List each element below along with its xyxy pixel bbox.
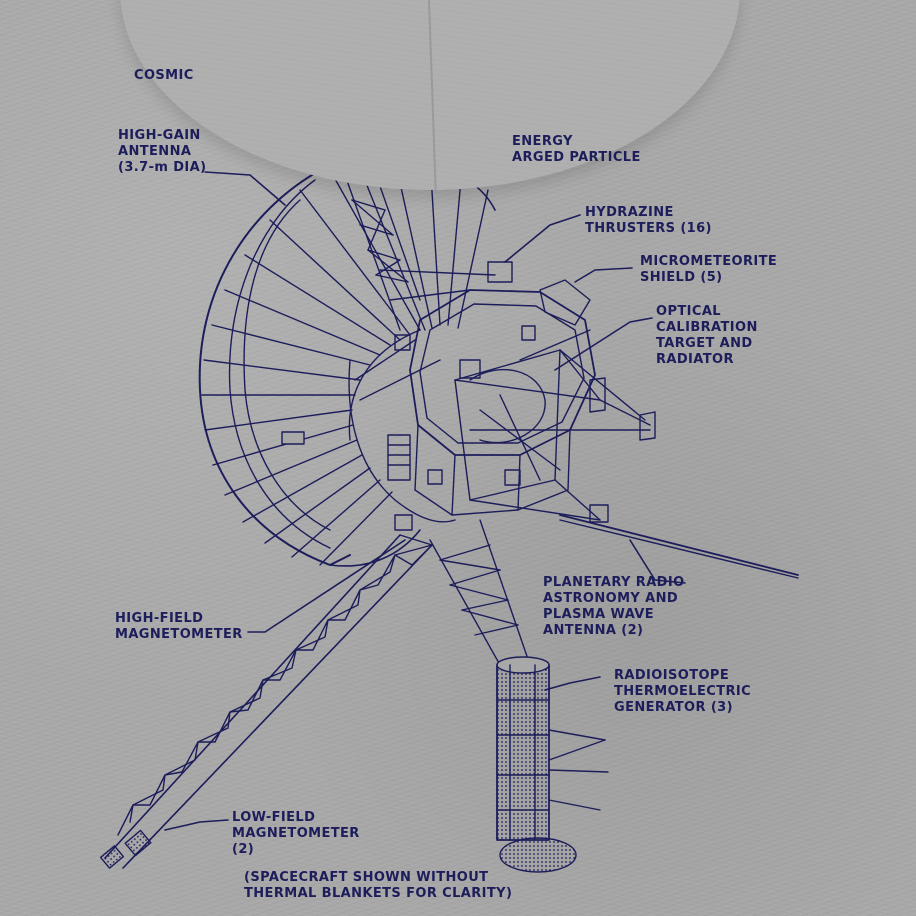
optical-calibration-label: OPTICAL CALIBRATION TARGET AND RADIATOR (656, 304, 758, 367)
hydrazine-thrusters-label: HYDRAZINE THRUSTERS (16) (585, 205, 712, 236)
science-boom-truss (454, 329, 656, 523)
antenna-support-truss (344, 171, 496, 401)
radioisotope-label: RADIOISOTOPE THERMOELECTRIC GENERATOR (3… (614, 668, 752, 715)
charged-particle-label: ENERGY ARGED PARTICLE (512, 134, 641, 165)
high-gain-antenna-dish (198, 157, 496, 567)
magnetometer-boom (99, 534, 433, 869)
planetary-radio-label: PLANETARY RADIO ASTRONOMY AND PLASMA WAV… (543, 575, 685, 638)
leader-lines (164, 171, 686, 831)
micrometeorite-shield-label: MICROMETEORITE SHIELD (5) (640, 254, 778, 285)
high-field-magnetometer-label: HIGH-FIELD MAGNETOMETER (115, 611, 243, 642)
high-gain-antenna-label: HIGH-GAIN ANTENNA (3.7-m DIA) (118, 128, 207, 175)
cosmic-label: COSMIC (134, 68, 194, 83)
bus-body (394, 261, 596, 531)
low-field-magnetometer-label: LOW-FIELD MAGNETOMETER (2) (232, 810, 360, 857)
rtg-cylinder (496, 656, 609, 873)
caption-label: (SPACECRAFT SHOWN WITHOUT THERMAL BLANKE… (244, 870, 513, 901)
rtg-boom (429, 519, 531, 666)
plasma-wave-antenna (559, 514, 799, 579)
